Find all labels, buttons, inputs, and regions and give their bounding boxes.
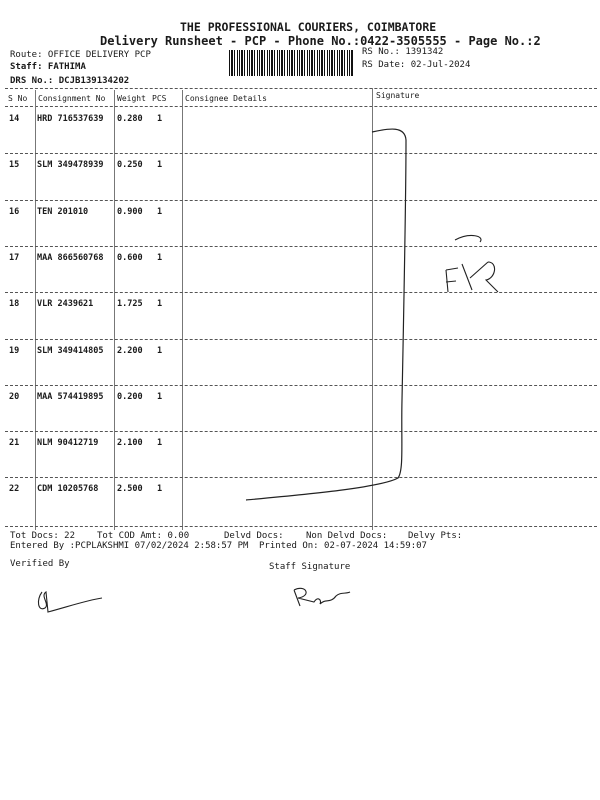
column-line [372,88,373,530]
col-consignee: Consignee Details [185,94,267,103]
row-divider [5,338,597,340]
divider [5,88,597,89]
staff-signature [293,587,351,607]
divider [5,106,597,107]
tot-cod-amt: Tot COD Amt: 0.00 [97,531,190,541]
table-row: 17 MAA 866560768 0.600 1 [0,246,600,292]
pieces: 1 [157,206,163,217]
serial-number: 21 [9,438,20,449]
handwritten-initials [445,234,499,293]
table-row: 22 CDM 10205768 2.500 1 [0,477,600,523]
printed-on: Printed On: 02-07-2024 14:59:07 [259,541,427,551]
rs-number: RS No.: 1391342 [362,47,444,57]
weight: 2.500 [117,484,143,495]
serial-number: 20 [9,391,20,402]
consignment-number: MAA 574419895 [37,391,104,402]
staff: Staff: FATHIMA [10,62,86,72]
weight: 1.725 [117,299,143,310]
weight: 0.900 [117,206,143,217]
table-row: 14 HRD 716537639 0.280 1 [0,107,600,153]
pieces: 1 [157,345,163,356]
consignment-number: TEN 201010 [37,206,89,217]
tot-docs: Tot Docs: 22 [10,531,76,541]
weight: 2.200 [117,345,143,356]
col-weight: Weight [117,94,146,103]
col-pcs: PCS [152,94,167,103]
pieces: 1 [157,391,163,402]
runsheet-title: Delivery Runsheet - PCP - Phone No.:0422… [100,34,541,48]
row-divider [5,199,597,201]
column-line [35,90,36,530]
weight: 0.600 [117,252,143,263]
pieces: 1 [157,114,163,124]
row-divider [5,245,597,247]
divider [5,526,597,527]
weight: 0.200 [117,391,143,402]
non-delvd-docs: Non Delvd Docs: [306,531,388,541]
table-row: 19 SLM 349414805 2.200 1 [0,339,600,385]
col-consignment: Consignment No [38,94,106,103]
entered-by: Entered By :PCPLAKSHMI 07/02/2024 2:58:5… [10,541,249,551]
company-title: THE PROFESSIONAL COURIERS, COIMBATORE [180,20,437,34]
delivery-bracket-mark [245,128,407,501]
table-row: 16 TEN 201010 0.900 1 [0,200,600,246]
col-signature: Signature [376,91,420,100]
consignment-number: VLR 2439621 [37,299,94,310]
serial-number: 22 [9,484,20,495]
weight: 0.280 [117,114,143,124]
delvd-docs: Delvd Docs: [224,531,284,541]
row-divider [5,477,597,479]
table-row: 20 MAA 574419895 0.200 1 [0,385,600,431]
row-divider [5,153,597,155]
weight: 0.250 [117,160,143,171]
consignment-number: CDM 10205768 [37,484,99,495]
column-line [182,90,183,530]
pieces: 1 [157,160,163,171]
row-divider [5,384,597,386]
verified-by-label: Verified By [10,559,70,569]
consignment-number: HRD 716537639 [37,114,104,124]
pieces: 1 [157,484,163,495]
delvy-pts: Delvy Pts: [408,531,463,541]
table-row: 18 VLR 2439621 1.725 1 [0,292,600,338]
consignment-number: NLM 90412719 [37,438,99,449]
row-divider [5,431,597,433]
pieces: 1 [157,438,163,449]
barcode [229,50,354,76]
drs-number: DRS No.: DCJB139134202 [10,76,130,86]
row-divider [5,292,597,294]
serial-number: 16 [9,206,20,217]
consignment-number: SLM 349414805 [37,345,104,356]
verified-by-signature [37,591,103,613]
rs-date: RS Date: 02-Jul-2024 [362,60,471,70]
pieces: 1 [157,299,163,310]
pieces: 1 [157,252,163,263]
weight: 2.100 [117,438,143,449]
serial-number: 15 [9,160,20,171]
serial-number: 17 [9,252,20,263]
table-row: 15 SLM 349478939 0.250 1 [0,153,600,199]
serial-number: 14 [9,114,20,124]
serial-number: 18 [9,299,20,310]
consignment-number: SLM 349478939 [37,160,104,171]
route: Route: OFFICE DELIVERY PCP [10,50,151,60]
serial-number: 19 [9,345,20,356]
staff-signature-label: Staff Signature [269,562,351,572]
col-sno: S No [8,94,28,103]
column-line [114,90,115,530]
table-row: 21 NLM 90412719 2.100 1 [0,431,600,477]
consignment-number: MAA 866560768 [37,252,104,263]
